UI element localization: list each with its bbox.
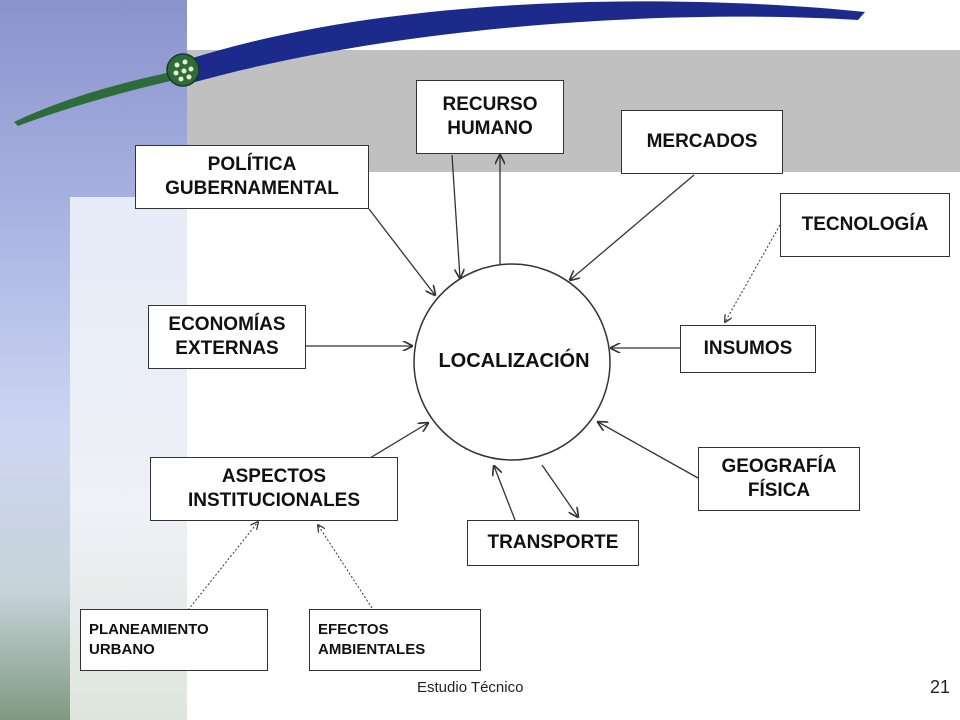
- footer-title: Estudio Técnico: [417, 679, 524, 696]
- arrow-efectos: [318, 525, 373, 609]
- globe-bullet-icon: [166, 53, 200, 87]
- arrow-politica: [368, 208, 435, 295]
- node-politica: POLÍTICA GUBERNAMENTAL: [135, 145, 369, 209]
- node-geografia: GEOGRAFÍA FÍSICA: [698, 447, 860, 511]
- arrow-transporte-in: [494, 466, 516, 521]
- node-efectos: EFECTOS AMBIENTALES: [309, 609, 481, 671]
- node-recurso-humano: RECURSO HUMANO: [416, 80, 564, 154]
- node-transporte: TRANSPORTE: [467, 520, 639, 566]
- arrow-transporte-out: [541, 464, 578, 517]
- node-planeamiento: PLANEAMIENTO URBANO: [80, 609, 268, 671]
- swoosh-blue: [180, 1, 865, 82]
- node-mercados: MERCADOS: [621, 110, 783, 174]
- node-tecnologia: TECNOLOGÍA: [780, 193, 950, 257]
- arrow-aspectos: [369, 423, 428, 459]
- page-number: 21: [930, 677, 951, 697]
- arrow-recurso-in: [451, 154, 460, 278]
- arrow-mercados: [570, 174, 695, 280]
- node-aspectos: ASPECTOS INSTITUCIONALES: [150, 457, 398, 521]
- arrow-planeamiento: [187, 522, 258, 611]
- center-label: LOCALIZACIÓN: [438, 350, 590, 372]
- node-insumos: INSUMOS: [680, 325, 816, 373]
- swoosh-green: [14, 70, 184, 126]
- arrow-geografia: [598, 422, 699, 479]
- center-circle: [413, 263, 611, 461]
- arrow-tecnologia: [725, 224, 781, 322]
- node-economias: ECONOMÍAS EXTERNAS: [148, 305, 306, 369]
